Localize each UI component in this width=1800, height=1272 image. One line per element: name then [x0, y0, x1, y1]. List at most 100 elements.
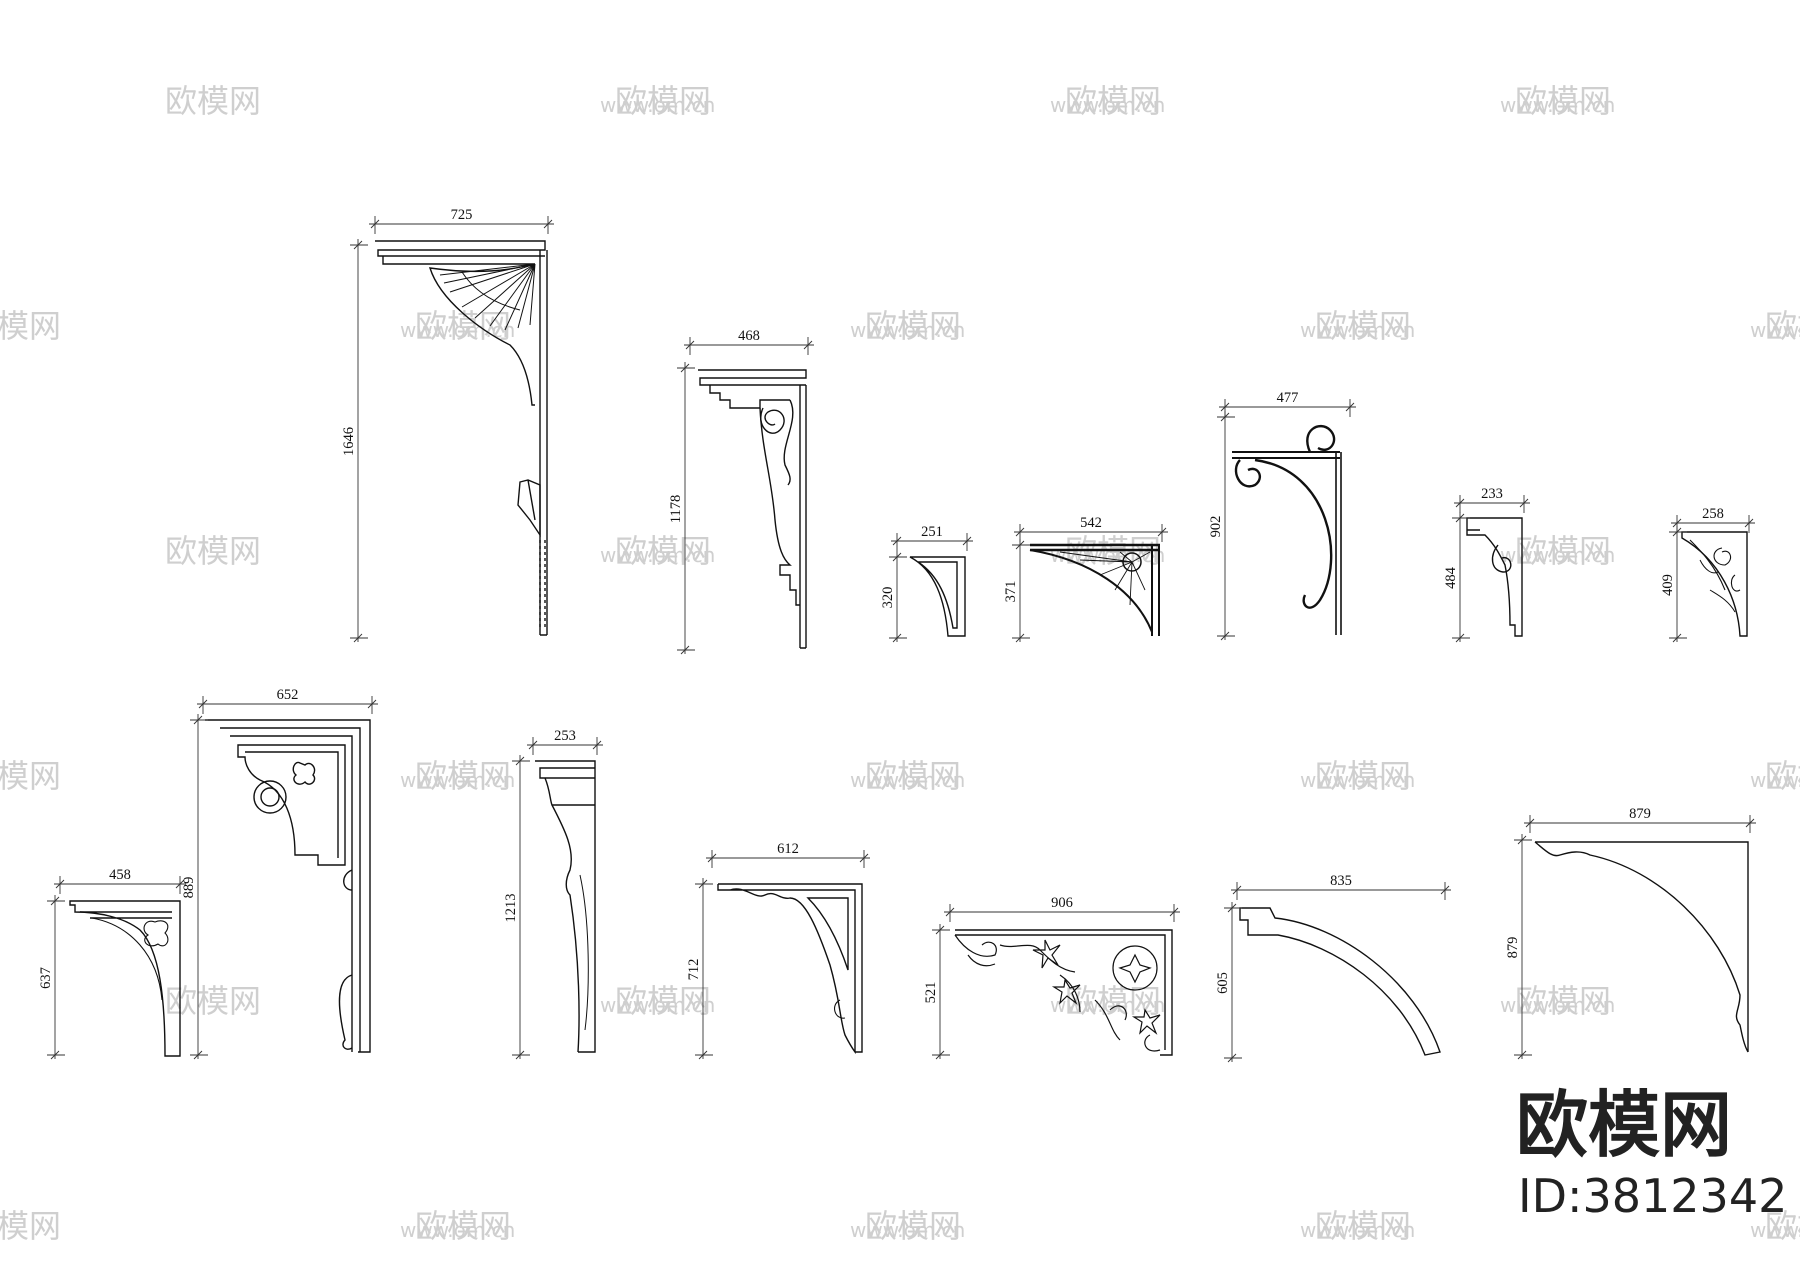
- watermark-logo: 欧模网: [0, 1207, 61, 1245]
- watermark-url: www.om.cn: [1050, 543, 1165, 567]
- watermark-url: www.om.cn: [850, 1218, 965, 1242]
- dimension-b12: [932, 904, 1180, 1060]
- dimension-b4: [1012, 524, 1168, 643]
- dimension-b14: [1514, 815, 1756, 1060]
- width-label-b11: 612: [777, 841, 799, 857]
- watermark-logo: 欧模网: [865, 307, 961, 345]
- dimension-b6: [1452, 495, 1530, 643]
- height-label-b10: 1213: [503, 894, 519, 923]
- height-label-b8: 637: [38, 967, 54, 989]
- dimension-b13: [1224, 882, 1451, 1063]
- watermark-url: www.om.cn: [1300, 1218, 1415, 1242]
- watermark-logo: 欧模网: [1515, 982, 1611, 1020]
- watermark-logo: 欧模网: [415, 757, 511, 795]
- height-label-b14: 879: [1505, 937, 1521, 959]
- watermark-logo: 欧模网: [1315, 307, 1411, 345]
- width-label-b2: 468: [738, 328, 760, 344]
- dimension-b2: [677, 337, 814, 655]
- watermark-logo: 欧模网: [1065, 82, 1161, 120]
- width-label-b8: 458: [109, 867, 131, 883]
- watermark-layer: 欧模网www.om.cn欧模网www.om.cn欧模网www.om.cn欧模网w…: [0, 82, 1800, 1245]
- watermark-logo: 欧模网: [1515, 82, 1611, 120]
- bracket-b2: [698, 369, 807, 649]
- watermark-logo: 欧模网: [615, 982, 711, 1020]
- height-label-b7: 409: [1660, 574, 1676, 596]
- watermark-logo: 欧模网: [1765, 1207, 1800, 1245]
- height-label-b13: 605: [1215, 972, 1231, 994]
- height-label-b5: 902: [1208, 516, 1224, 538]
- width-label-b4: 542: [1080, 515, 1102, 531]
- bracket-b4: [1029, 543, 1160, 636]
- watermark-url: www.om.cn: [1300, 318, 1415, 342]
- bracket-b12: [954, 929, 1173, 1056]
- watermark-logo: 欧模网: [1315, 1207, 1411, 1245]
- height-label-b9: 889: [181, 877, 197, 899]
- dimension-layer: 7251646468117825132054237147790223348425…: [38, 207, 1756, 1063]
- height-label-b11: 712: [686, 959, 702, 981]
- watermark-logo: 欧模网: [615, 82, 711, 120]
- width-label-b10: 253: [554, 728, 576, 744]
- width-label-b9: 652: [277, 687, 299, 703]
- watermark-logo: 欧模网: [0, 757, 61, 795]
- height-label-b6: 484: [1443, 566, 1459, 589]
- brand-name: 欧模网: [1516, 1083, 1732, 1167]
- bracket-b7: [1681, 531, 1748, 637]
- bracket-b6: [1466, 517, 1523, 637]
- brand-id-label: ID:3812342: [1518, 1169, 1787, 1223]
- watermark-url: www.om.cn: [400, 1218, 515, 1242]
- height-label-b2: 1178: [668, 495, 684, 523]
- watermark-url: www.om.cn: [850, 318, 965, 342]
- dimension-b9: [190, 696, 378, 1060]
- width-label-b6: 233: [1481, 486, 1503, 502]
- watermark-url: www.om.cn: [600, 93, 715, 117]
- watermark-url: www.om.cn: [1500, 93, 1615, 117]
- watermark-logo: 欧模网: [1765, 757, 1800, 795]
- width-label-b7: 258: [1702, 506, 1724, 522]
- watermark-url: www.om.cn: [1750, 318, 1800, 342]
- bracket-b1: [375, 240, 548, 636]
- watermark-url: www.om.cn: [400, 768, 515, 792]
- watermark-url: www.om.cn: [600, 993, 715, 1017]
- watermark-url: www.om.cn: [850, 768, 965, 792]
- bracket-b8: [69, 900, 181, 1057]
- width-label-b1: 725: [451, 207, 473, 223]
- watermark-url: www.om.cn: [1300, 768, 1415, 792]
- bracket-b9: [205, 719, 371, 1053]
- watermark-url: www.om.cn: [1050, 93, 1165, 117]
- dimension-b5: [1217, 399, 1356, 641]
- width-label-b5: 477: [1277, 390, 1299, 406]
- watermark-logo: 欧模网: [0, 307, 61, 345]
- dimension-b3: [889, 533, 973, 643]
- width-label-b12: 906: [1051, 895, 1073, 911]
- bracket-b14: [1534, 841, 1749, 1053]
- watermark-logo: 欧模网: [165, 982, 261, 1020]
- dimension-b11: [695, 850, 870, 1060]
- brand-logo: 欧模网 ID:3812342: [1516, 1083, 1787, 1223]
- watermark-logo: 欧模网: [1515, 532, 1611, 570]
- dimension-b8: [47, 876, 186, 1060]
- bracket-b11: [717, 883, 863, 1055]
- width-label-b14: 879: [1629, 806, 1651, 822]
- width-label-b13: 835: [1330, 873, 1352, 889]
- bracket-b13: [1239, 907, 1441, 1056]
- bracket-b3: [909, 556, 966, 637]
- watermark-url: www.om.cn: [600, 543, 715, 567]
- watermark-logo: 欧模网: [415, 1207, 511, 1245]
- width-label-b3: 251: [921, 524, 943, 540]
- watermark-logo: 欧模网: [865, 757, 961, 795]
- watermark-url: www.om.cn: [1500, 993, 1615, 1017]
- dimension-b10: [512, 737, 603, 1060]
- bracket-b10: [535, 760, 596, 1053]
- watermark-url: www.om.cn: [1750, 768, 1800, 792]
- watermark-logo: 欧模网: [615, 532, 711, 570]
- height-label-b12: 521: [923, 982, 939, 1004]
- watermark-url: www.om.cn: [1750, 1218, 1800, 1242]
- watermark-logo: 欧模网: [1765, 307, 1800, 345]
- dimension-b1: [350, 216, 554, 643]
- watermark-logo: 欧模网: [165, 532, 261, 570]
- watermark-logo: 欧模网: [1065, 982, 1161, 1020]
- height-label-b1: 1646: [341, 427, 357, 456]
- watermark-url: www.om.cn: [1500, 543, 1615, 567]
- dimension-b7: [1669, 515, 1755, 643]
- height-label-b4: 371: [1003, 581, 1019, 603]
